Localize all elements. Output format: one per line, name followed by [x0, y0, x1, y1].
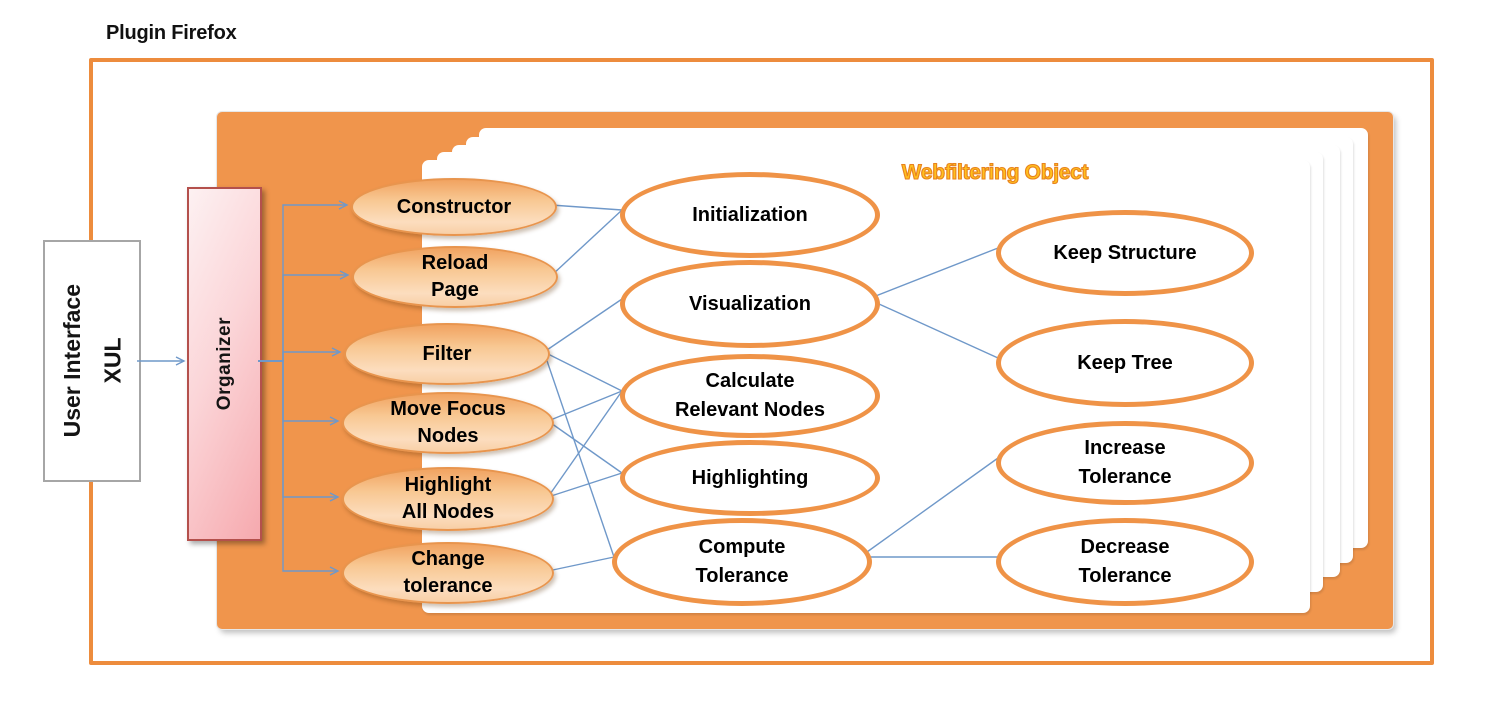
node-highlight-all-nodes: Highlight All Nodes — [342, 467, 554, 531]
node-reload-page: Reload Page — [352, 246, 558, 308]
organizer-label: Organizer — [213, 317, 235, 411]
node-label: Filter — [422, 342, 472, 365]
node-change-tolerance: Change tolerance — [342, 542, 554, 604]
node-keep-tree: Keep Tree — [996, 319, 1254, 407]
node-label: Change tolerance — [403, 548, 493, 597]
node-filter: Filter — [344, 323, 550, 385]
node-label: Calculate Relevant Nodes — [674, 370, 826, 421]
node-label: Keep Tree — [1077, 351, 1173, 374]
node-label: Visualization — [689, 292, 811, 315]
node-label: Move Focus Nodes — [390, 398, 506, 447]
node-label: Compute Tolerance — [695, 536, 789, 587]
webfiltering-object-title: Webfiltering Object — [901, 160, 1089, 184]
node-calculate-relevant-nodes: Calculate Relevant Nodes — [620, 354, 880, 438]
user-interface-xul-box: User Interface XUL — [43, 240, 141, 482]
node-label: Reload Page — [421, 252, 489, 301]
node-label: Decrease Tolerance — [1078, 536, 1172, 587]
node-label: Highlight All Nodes — [401, 474, 495, 523]
node-keep-structure: Keep Structure — [996, 210, 1254, 296]
node-label: Increase Tolerance — [1078, 437, 1172, 488]
organizer-box: Organizer — [187, 187, 262, 541]
node-compute-tolerance: Compute Tolerance — [612, 518, 872, 606]
node-move-focus-nodes: Move Focus Nodes — [342, 392, 554, 454]
node-decrease-tolerance: Decrease Tolerance — [996, 518, 1254, 606]
node-label: Keep Structure — [1053, 241, 1197, 264]
node-initialization: Initialization — [620, 172, 880, 258]
node-label: Highlighting — [691, 466, 809, 489]
node-highlighting: Highlighting — [620, 440, 880, 516]
user-interface-xul-label: User Interface XUL — [58, 284, 125, 438]
node-constructor: Constructor — [351, 178, 557, 236]
node-label: Initialization — [692, 203, 808, 226]
diagram-title: Plugin Firefox — [106, 22, 237, 44]
node-visualization: Visualization — [620, 260, 880, 348]
node-increase-tolerance: Increase Tolerance — [996, 421, 1254, 505]
node-label: Constructor — [396, 195, 512, 218]
